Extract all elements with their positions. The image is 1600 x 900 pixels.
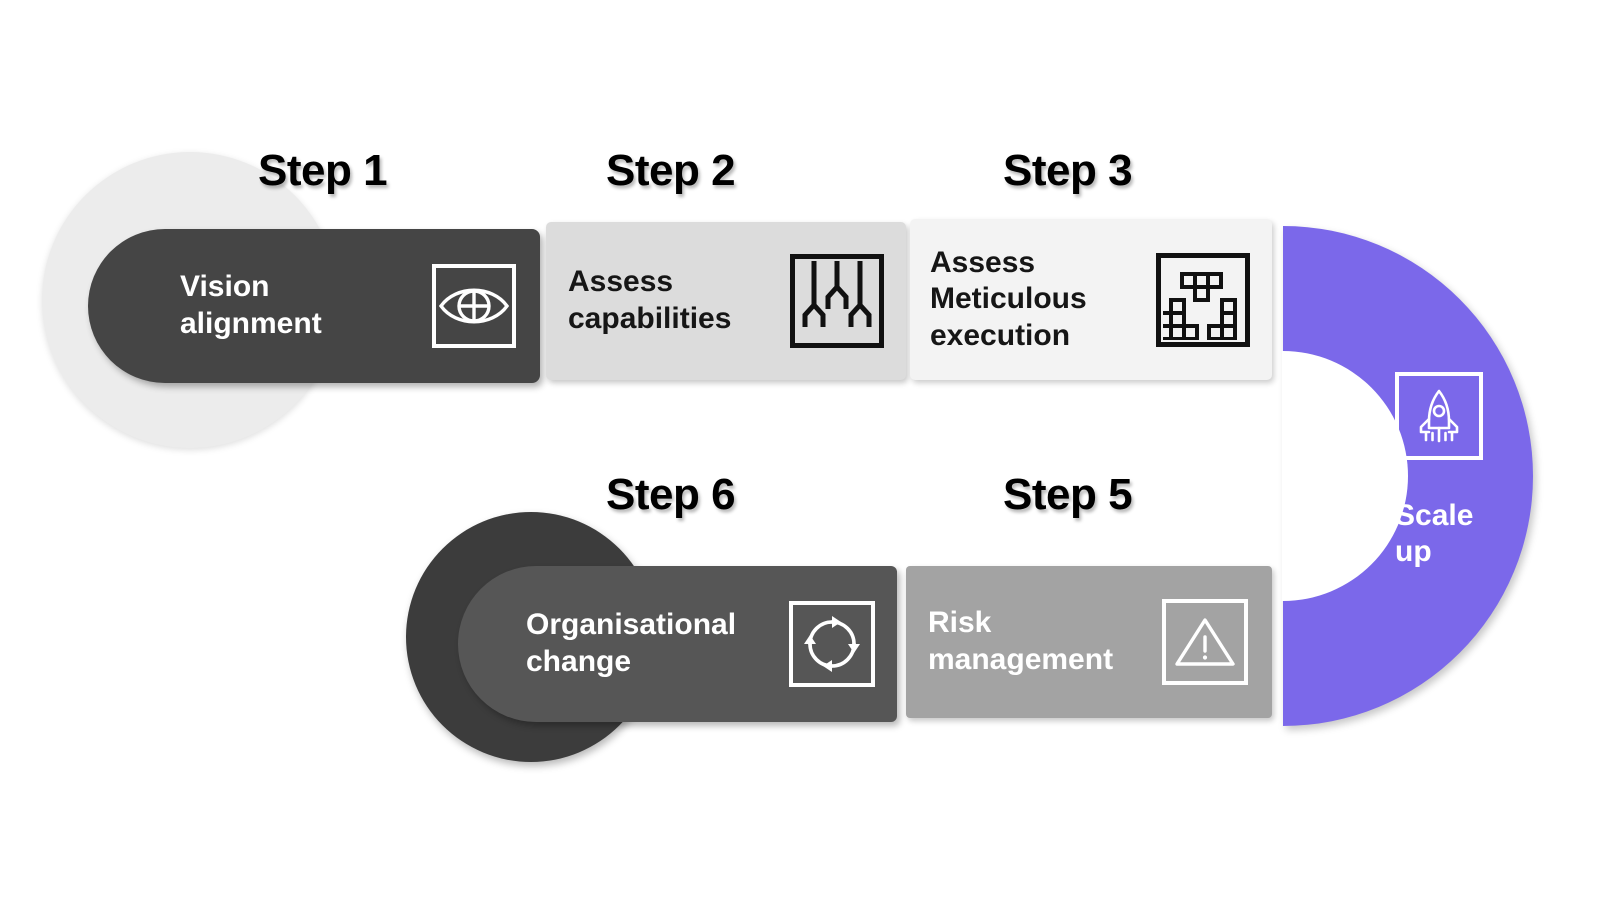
step-caption-5: Step 5 [1003,470,1133,519]
step-caption-3: Step 3 [1003,146,1133,195]
capability-forks-icon [790,254,884,348]
step-card-vision-alignment[interactable]: Vision alignment [88,229,540,383]
warning-triangle-icon [1162,599,1248,685]
step-card-assess-capabilities[interactable]: Assess capabilities [546,222,906,380]
eye-target-icon [432,264,516,348]
circular-arrows-icon [789,601,875,687]
step-caption-6: Step 6 [606,470,736,519]
step-card-meticulous-execution[interactable]: Assess Meticulous execution [910,219,1272,380]
step-label-organisational-change: Organisational change [526,608,737,678]
rocket-icon [1395,372,1483,460]
blocks-grid-icon [1156,252,1250,347]
step-caption-1: Step 1 [258,146,388,195]
step-card-organisational-change[interactable]: Organisational change [458,566,897,722]
step-card-risk-management[interactable]: Risk management [906,566,1272,718]
step-label-meticulous-execution: Assess Meticulous execution [930,245,1087,352]
step-caption-2: Step 2 [606,146,736,195]
endpoint-scale-up[interactable]: Scale up [1282,226,1533,726]
endpoint-label-scale-up: Scale up [1395,499,1474,568]
step-label-risk-management: Risk management [928,606,1114,676]
step-label-vision-alignment: Vision alignment [180,270,322,340]
step-label-assess-capabilities: Assess capabilities [568,265,732,335]
